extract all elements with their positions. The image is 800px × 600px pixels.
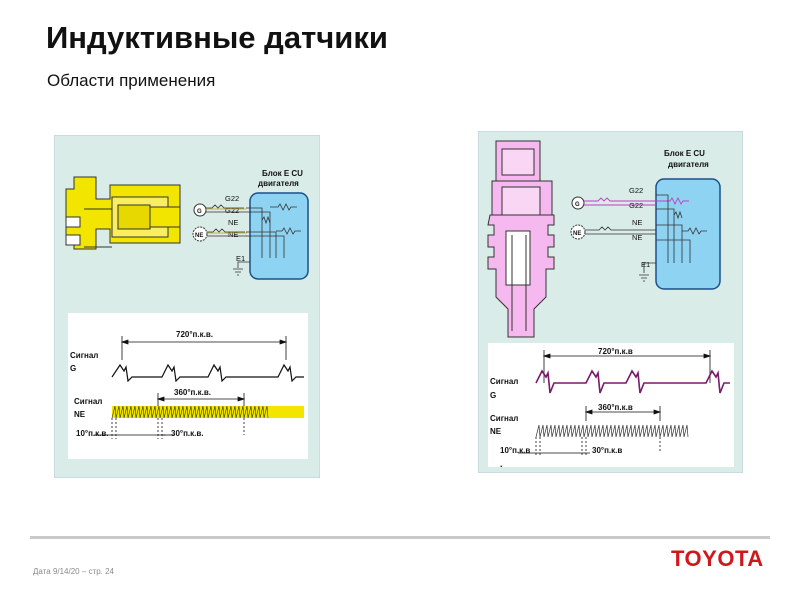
right-wiring (585, 194, 707, 282)
right-pink-wiring (584, 196, 689, 206)
toyota-logo: TOYOTA (671, 546, 764, 571)
angle-10-right: 10°п.к.в (500, 446, 530, 455)
pin-g22-b: G22 (225, 206, 239, 215)
stray-dot: . (500, 459, 503, 469)
coil-ne-icon-right (570, 224, 586, 240)
pin-ne-b: NE (228, 230, 238, 239)
angle-30-right: 30°п.к.в (592, 446, 622, 455)
angle-360: 360°п.к.в. (174, 388, 211, 397)
signal-ne-label-2-right: NE (490, 427, 502, 436)
pin-g22-b-right: G22 (629, 201, 643, 210)
signal-ne-wave (111, 405, 269, 419)
coil-ne-icon (192, 226, 208, 242)
right-720-dimension (542, 350, 712, 383)
left-wiring (206, 203, 301, 276)
angle-720-right: 720°п.к.в (598, 347, 633, 356)
pin-e1: E1 (236, 254, 245, 263)
right-waveform-area (488, 343, 734, 467)
coil-g-icon (193, 203, 207, 217)
right-diagram-panel: Блок E CU двигателя G22 G22 NE NE E1 G N… (478, 131, 743, 473)
footer-divider (30, 536, 770, 539)
left-small-dimensions (111, 418, 245, 439)
left-diagram-svg: Блок E CU двигателя G22 G22 NE NE E1 G N… (54, 135, 320, 478)
signal-g-label-2-right: G (490, 391, 496, 400)
right-diagram-svg: Блок E CU двигателя G22 G22 NE NE E1 G N… (478, 131, 743, 473)
right-small-dimensions (535, 437, 661, 457)
coil-ne-label: NE (195, 233, 203, 239)
signal-ne-wave-right (535, 424, 689, 438)
coil-ne-label-right: NE (573, 231, 581, 237)
angle-720: 720°п.к.в. (176, 330, 213, 339)
cam-sensor-pink (487, 140, 555, 338)
slide-title: Индуктивные датчики (46, 20, 388, 55)
signal-ne-label-2: NE (74, 410, 86, 419)
ecu-label-2: двигателя (258, 179, 299, 188)
pin-g22-a-right: G22 (629, 186, 643, 195)
coil-g-icon-right (571, 196, 585, 210)
left-diagram-panel: Блок E CU двигателя G22 G22 NE NE E1 G N… (54, 135, 320, 478)
coil-g-label: G (197, 209, 202, 215)
ecu-label-1-right: Блок E CU (664, 149, 705, 158)
coil-g-label-right: G (575, 202, 580, 208)
signal-g-label-1: Сигнал (70, 351, 98, 360)
pin-e1-right: E1 (641, 260, 650, 269)
signal-ne-label-1-right: Сигнал (490, 414, 518, 423)
signal-g-wave-right (535, 369, 730, 394)
footer-date-page: Дата 9/14/20 – стр. 24 (33, 567, 114, 576)
left-360-dimension (156, 393, 246, 407)
signal-g-label-1-right: Сигнал (490, 377, 518, 386)
pin-g22-a: G22 (225, 194, 239, 203)
ecu-label-2-right: двигателя (668, 160, 709, 169)
angle-30: 30°п.к.в. (171, 429, 204, 438)
signal-g-label-2: G (70, 364, 76, 373)
signal-g-wave (111, 363, 304, 383)
left-720-dimension (120, 336, 288, 360)
right-360-dimension (584, 406, 662, 421)
pin-ne-b-right: NE (632, 233, 642, 242)
pin-ne-a: NE (228, 218, 238, 227)
ecu-block-right (655, 178, 721, 290)
slide-subtitle: Области применения (47, 71, 216, 90)
angle-10: 10°п.к.в. (76, 429, 109, 438)
ecu-label-1: Блок E CU (262, 169, 303, 178)
pin-ne-a-right: NE (632, 218, 642, 227)
signal-ne-label-1: Сигнал (74, 397, 102, 406)
crank-sensor-yellow (65, 176, 181, 250)
angle-360-right: 360°п.к.в (598, 403, 633, 412)
